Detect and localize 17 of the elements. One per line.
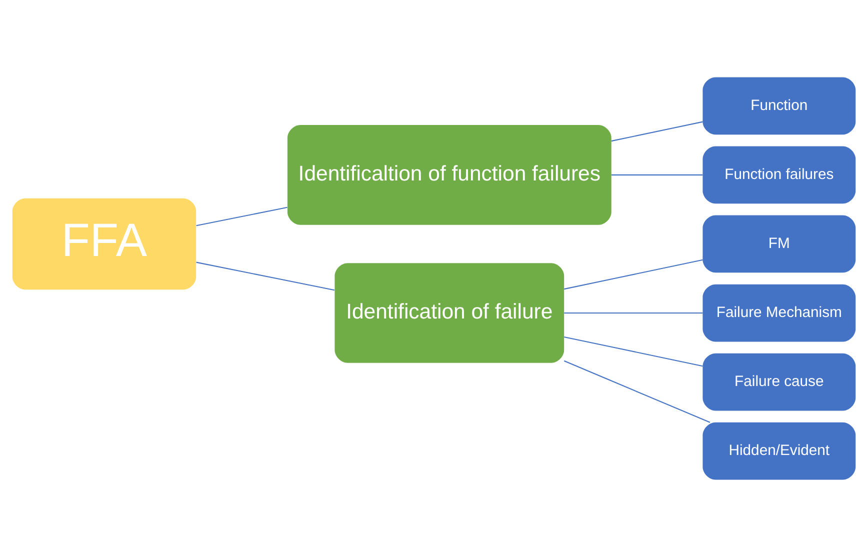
node-box: Hidden/Evident	[702, 422, 856, 480]
node-box: FM	[702, 215, 856, 273]
connector	[564, 312, 703, 314]
node-box: Failure cause	[702, 353, 856, 411]
connector	[611, 174, 703, 176]
connector	[611, 121, 703, 142]
connector	[564, 259, 703, 290]
node-box: Function failures	[702, 146, 856, 204]
node-box: Identificaltion of function failures	[287, 125, 612, 225]
node-box: Function	[702, 77, 856, 135]
node-box: Failure Mechanism	[702, 284, 856, 342]
connector	[196, 262, 335, 291]
node-box: FFA	[12, 198, 196, 290]
node-box: Identification of failure	[334, 263, 564, 363]
connector	[564, 336, 703, 367]
connector	[196, 206, 288, 226]
connector	[564, 360, 710, 423]
